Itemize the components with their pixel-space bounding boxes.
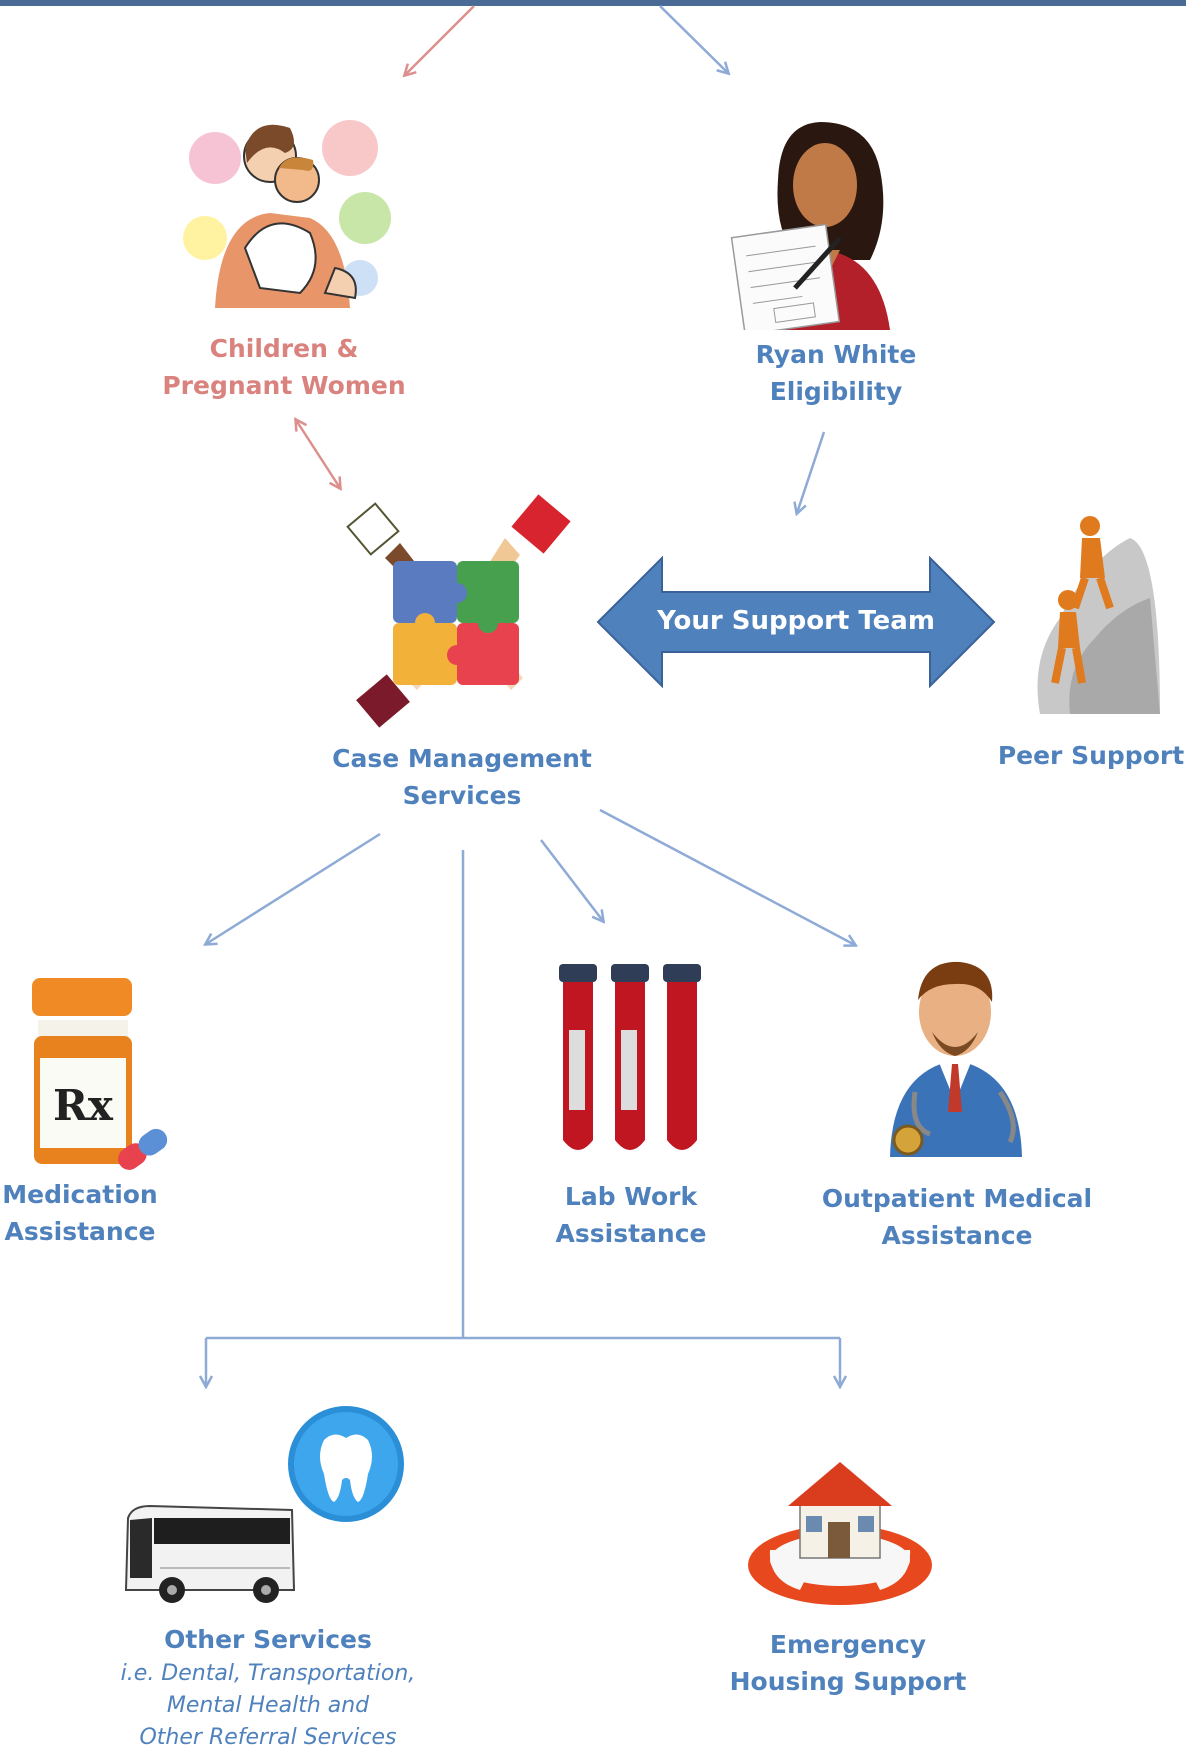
svg-text:Rx: Rx (53, 1081, 114, 1130)
ryan-white-label-line1: Ryan White (755, 340, 917, 369)
outpatient-label-line1: Outpatient Medical (821, 1184, 1093, 1213)
tooth-icon (288, 1406, 404, 1522)
bus-icon (124, 1504, 296, 1603)
arrow-to-ryan-white (659, 5, 728, 73)
arrow-children-case (296, 420, 340, 488)
outpatient-label-line2: Assistance (881, 1221, 1033, 1250)
peer-support-label: Peer Support (997, 741, 1185, 770)
children-label: Children & Pregnant Women (150, 330, 418, 404)
top-border-bar (0, 0, 1186, 6)
puzzle-hands-icon (346, 494, 571, 728)
children-label-line2: Pregnant Women (162, 371, 406, 400)
other-services-note-line1: i.e. Dental, Transportation, (120, 1661, 416, 1686)
arrow-to-children (405, 5, 475, 75)
children-label-line1: Children & (209, 334, 359, 363)
house-lifebuoy-icon (748, 1462, 932, 1605)
lab-work-label-line2: Assistance (555, 1219, 707, 1248)
case-management-label-line1: Case Management (332, 744, 592, 773)
lab-work-label-line1: Lab Work (564, 1182, 698, 1211)
climbers-icon (1037, 516, 1160, 714)
medication-label-line1: Medication (2, 1180, 158, 1209)
pill-bottle-icon: Rx (32, 978, 168, 1170)
lab-work-label: Lab Work Assistance (540, 1178, 722, 1252)
case-management-label-line2: Services (402, 781, 522, 810)
support-team-double-arrow (596, 556, 996, 688)
ryan-white-label-line2: Eligibility (769, 377, 903, 406)
outpatient-label: Outpatient Medical Assistance (812, 1180, 1102, 1254)
other-services-title: Other Services (164, 1625, 372, 1654)
housing-label: Emergency Housing Support (700, 1626, 996, 1700)
other-services-note-line2: Mental Health and (166, 1693, 370, 1718)
test-tubes-icon (559, 964, 701, 1150)
support-team-label: Your Support Team (657, 606, 935, 636)
arrow-to-lab (540, 839, 603, 921)
arrow-to-medication (206, 832, 381, 944)
mother-child-icon (183, 120, 391, 308)
case-management-label: Case Management Services (322, 740, 602, 814)
form-signing-woman-icon (730, 122, 890, 330)
medication-label: Medication Assistance (0, 1176, 160, 1250)
doctor-icon (890, 961, 1022, 1157)
housing-label-line2: Housing Support (729, 1667, 967, 1696)
medication-label-line2: Assistance (4, 1217, 156, 1246)
arrow-to-outpatient (599, 808, 855, 945)
housing-label-line1: Emergency (769, 1630, 927, 1659)
ryan-white-label: Ryan White Eligibility (710, 336, 962, 410)
arrow-ryan-to-case (797, 431, 826, 513)
other-services-note-line3: Other Referral Services (139, 1725, 397, 1750)
other-services-note: i.e. Dental, Transportation, Mental Heal… (98, 1658, 438, 1754)
